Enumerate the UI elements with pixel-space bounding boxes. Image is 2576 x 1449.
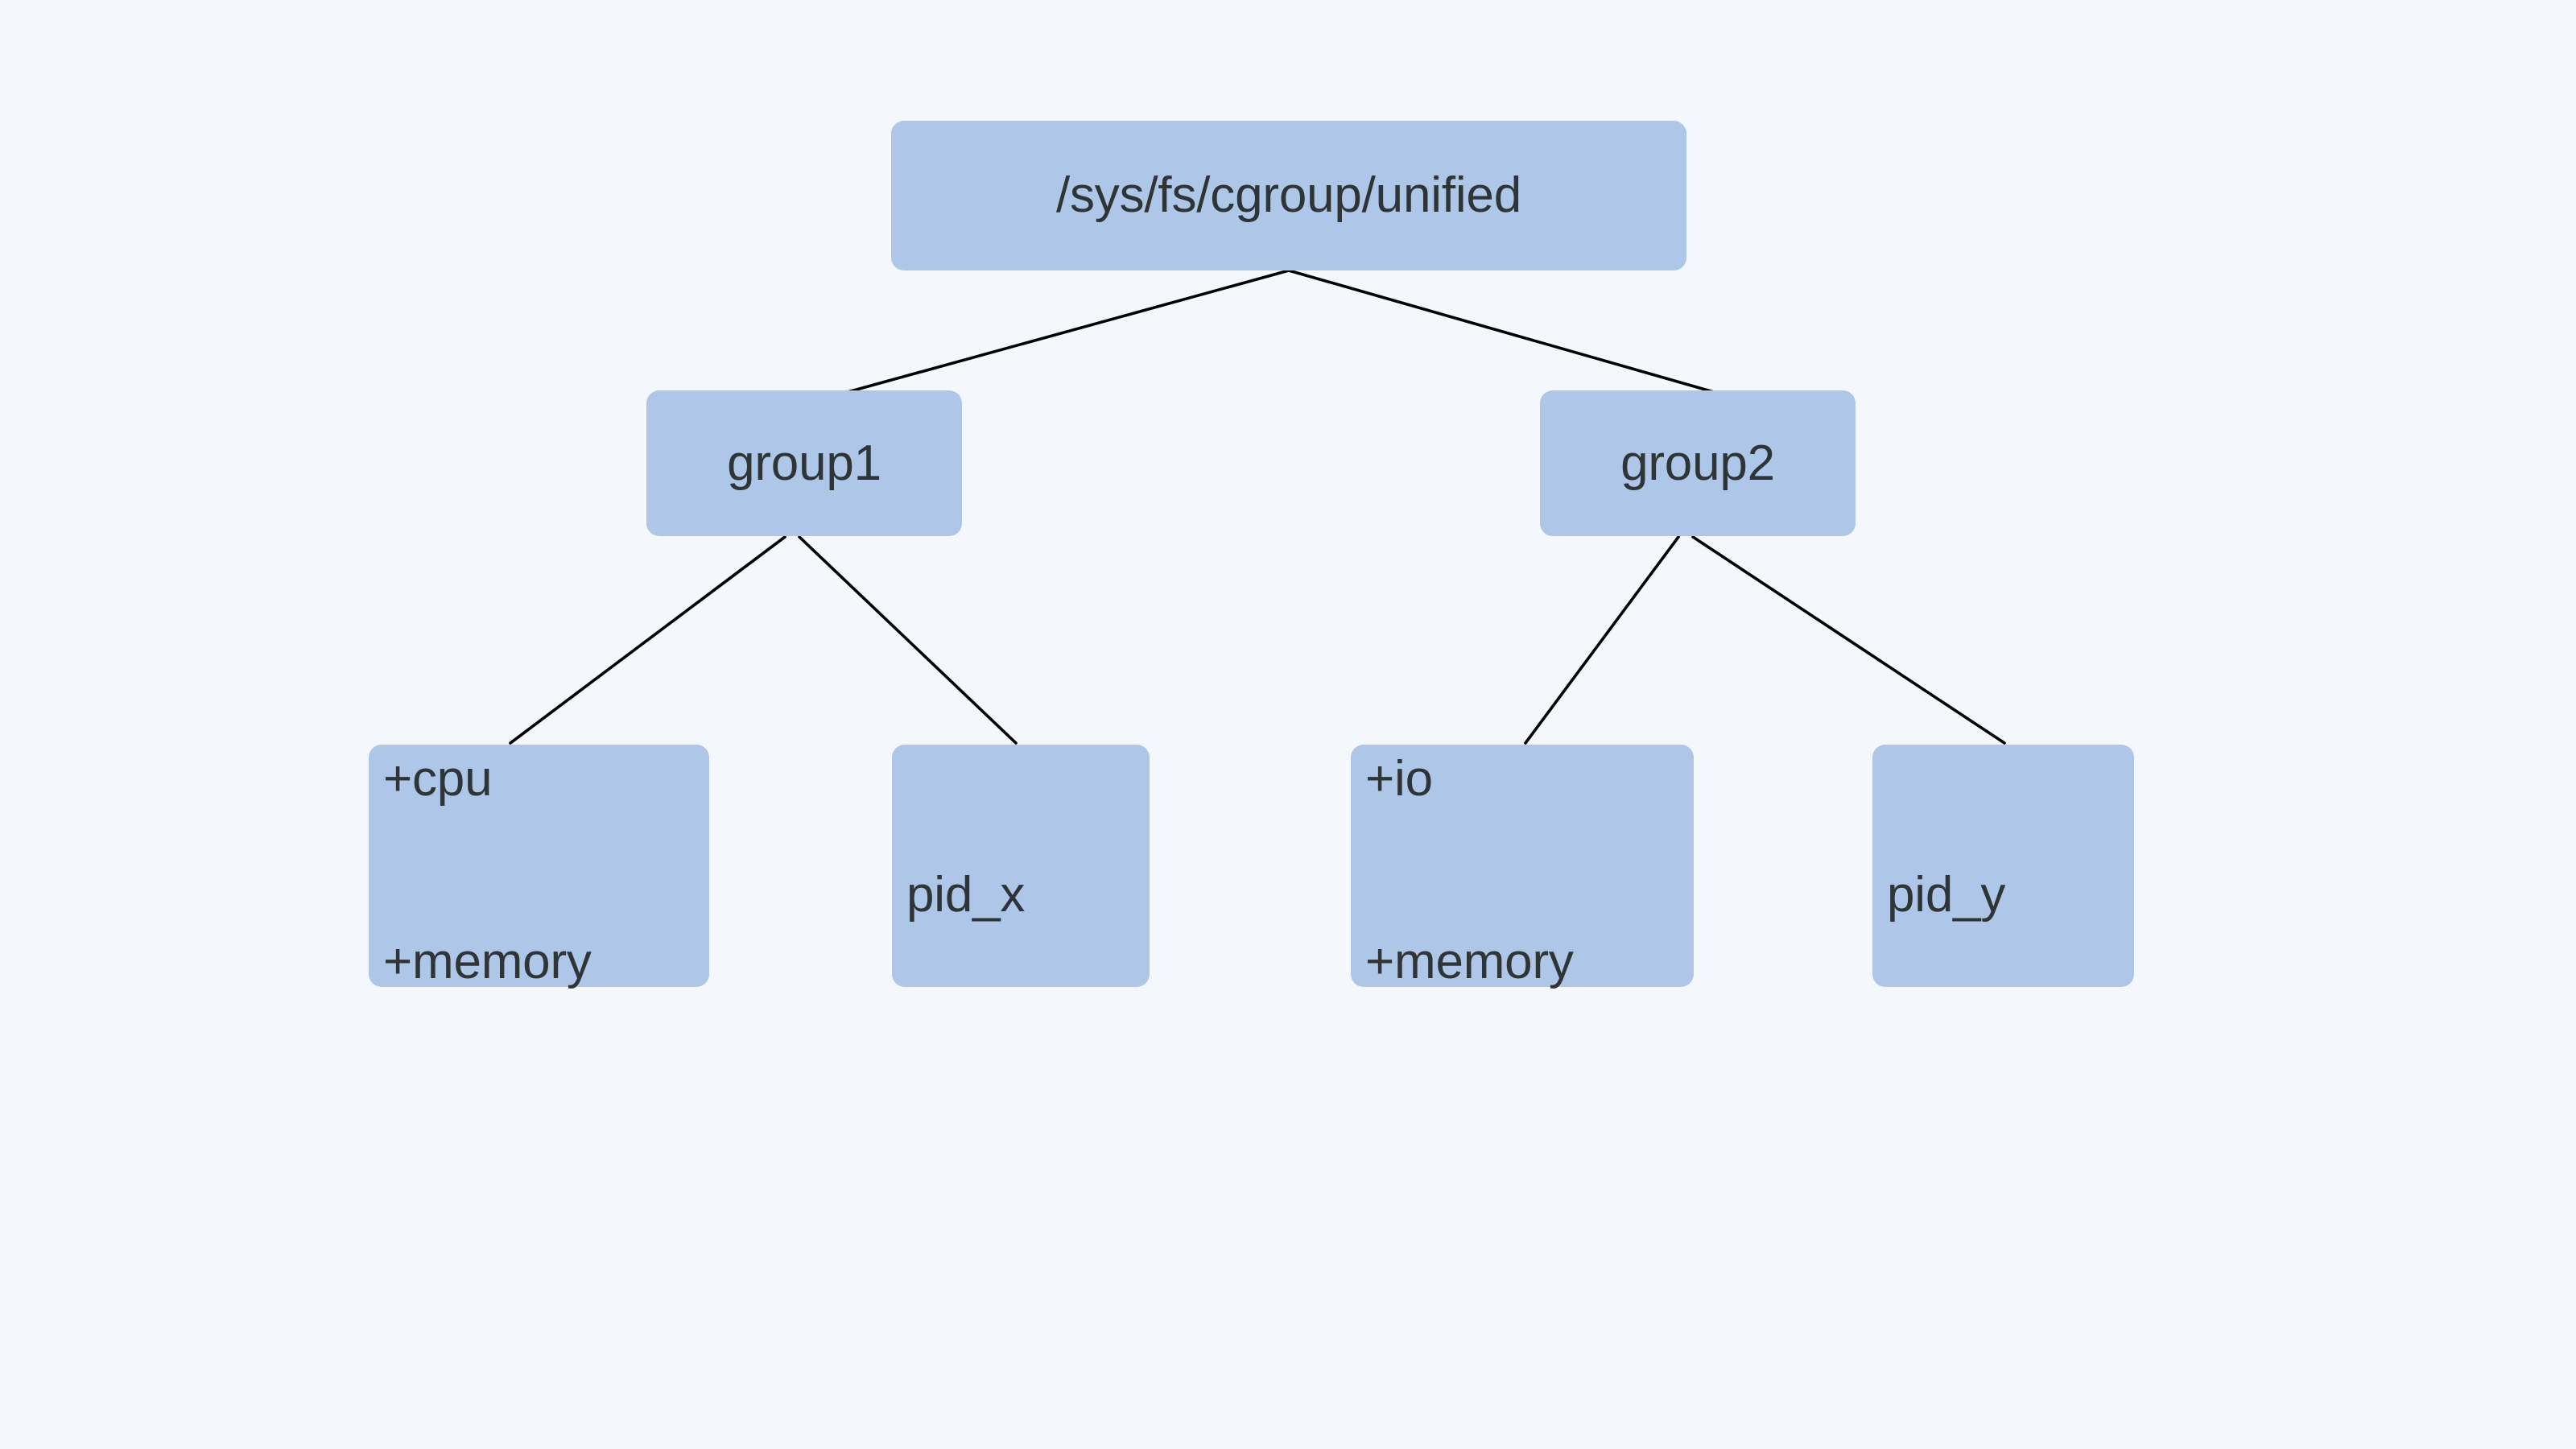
node-cpu-memory-controllers[interactable]: +cpu +memory xyxy=(369,745,709,989)
node-group1[interactable]: group1 xyxy=(646,390,962,536)
node-root-text: /sys/fs/cgroup/unified xyxy=(1056,43,1521,348)
node-pid-y-text: pid_y xyxy=(1887,742,2005,1046)
node-group2-text: group2 xyxy=(1620,311,1775,615)
node-group1-text: group1 xyxy=(727,311,881,615)
node-io-memory-line-1: +io xyxy=(1365,751,1433,807)
node-cpu-memory-line-1: +cpu xyxy=(383,751,493,807)
node-cpu-memory-text: +cpu +memory xyxy=(383,627,592,1114)
node-pid-x[interactable]: pid_x xyxy=(892,745,1150,987)
node-group2-line-1: group2 xyxy=(1620,435,1775,491)
node-cpu-memory-line-2: +memory xyxy=(383,934,592,990)
node-pid-y-line-1: pid_y xyxy=(1887,866,2006,923)
node-io-memory-line-2: +memory xyxy=(1365,934,1574,990)
node-pid-y[interactable]: pid_y xyxy=(1872,745,2134,987)
node-io-memory-controllers[interactable]: +io +memory xyxy=(1351,745,1694,989)
node-io-memory-text: +io +memory xyxy=(1365,627,1574,1114)
node-root-line-1: /sys/fs/cgroup/unified xyxy=(1055,167,1521,224)
node-pid-x-text: pid_x xyxy=(906,742,1025,1046)
node-group1-line-1: group1 xyxy=(727,435,881,491)
node-sys-fs-cgroup-unified[interactable]: /sys/fs/cgroup/unified xyxy=(891,121,1686,270)
node-pid-x-line-1: pid_x xyxy=(906,866,1026,923)
node-group2[interactable]: group2 xyxy=(1540,390,1856,536)
